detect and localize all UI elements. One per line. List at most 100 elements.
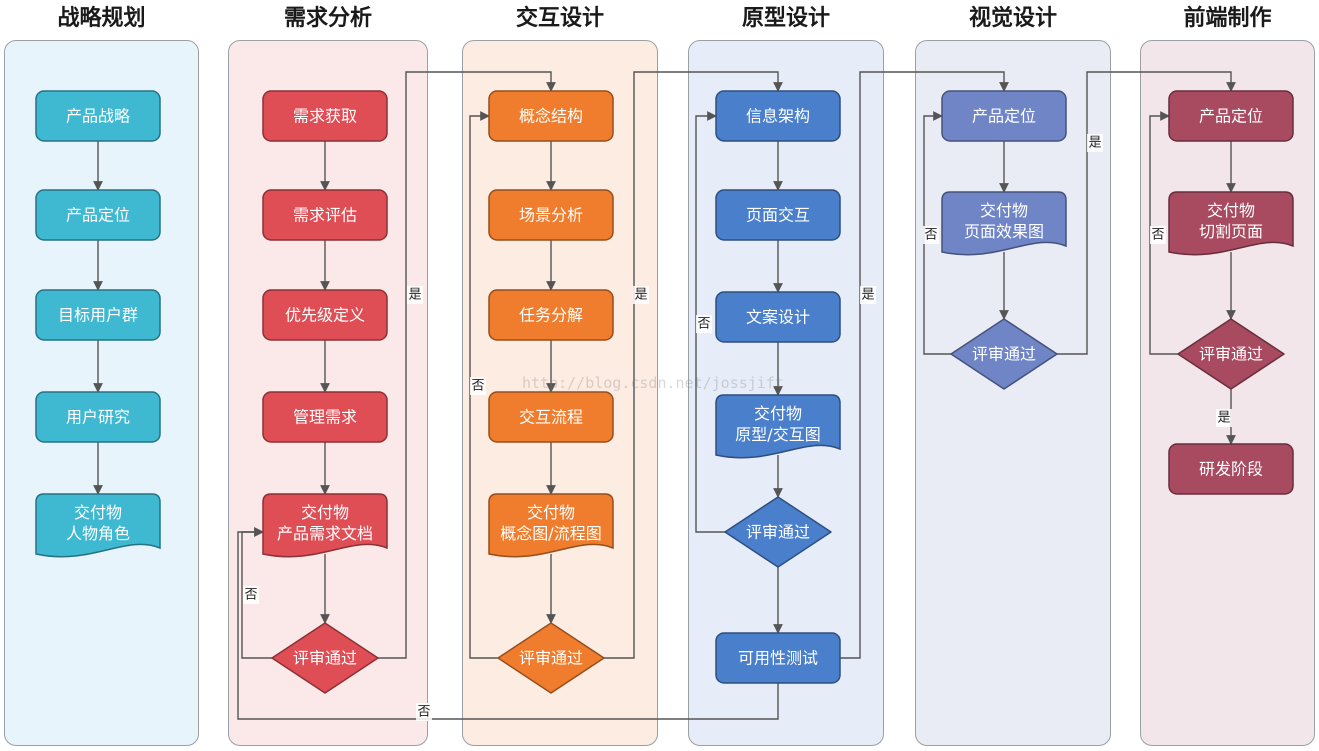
node-label: 交付物 — [980, 201, 1028, 220]
node-label: 信息架构 — [746, 107, 810, 126]
node-label: 原型/交互图 — [735, 425, 820, 444]
edge-label-bg — [1216, 409, 1232, 427]
swimlane-title: 前端制作 — [1183, 6, 1272, 31]
watermark-text: http://blog.csdn.net/jossjift — [522, 374, 784, 392]
no-connector — [237, 527, 779, 720]
node-label: 交付物 — [527, 503, 575, 522]
node-label: 优先级定义 — [285, 306, 365, 325]
node-i2-process: 场景分析 — [488, 189, 614, 241]
edge-label-yes: 是 — [1217, 411, 1230, 426]
node-label: 交互流程 — [519, 408, 583, 427]
node-p1-process: 信息架构 — [715, 90, 841, 142]
node-s1-process: 产品战略 — [35, 90, 161, 142]
edge-label-no: 否 — [471, 379, 484, 394]
edge-label-bg — [1087, 134, 1103, 152]
node-r2-process: 需求评估 — [262, 189, 388, 241]
node-s2-process: 产品定位 — [35, 189, 161, 241]
node-label: 交付物 — [754, 404, 802, 423]
edge-label-bg — [1150, 226, 1166, 244]
node-i3-process: 任务分解 — [488, 289, 614, 341]
node-p6-process: 可用性测试 — [715, 632, 841, 684]
node-f4-process: 研发阶段 — [1168, 443, 1294, 495]
swimlane-6 — [1140, 40, 1315, 746]
swimlane-4 — [688, 40, 884, 746]
node-v1-process: 产品定位 — [941, 90, 1067, 142]
node-label: 可用性测试 — [738, 649, 818, 668]
edge-label-bg — [923, 226, 939, 244]
swimlane-title: 视觉设计 — [968, 6, 1057, 31]
edge-label-no: 否 — [924, 228, 937, 243]
node-i4-process: 交互流程 — [488, 391, 614, 443]
swimlane-title: 原型设计 — [741, 6, 830, 31]
yes-connector — [604, 71, 783, 659]
node-f3-decision: 评审通过 — [1177, 318, 1285, 390]
yes-connector — [840, 71, 1009, 659]
node-r4-process: 管理需求 — [262, 391, 388, 443]
node-label: 产品定位 — [972, 107, 1036, 126]
node-label: 文案设计 — [746, 308, 810, 327]
node-label: 概念结构 — [519, 107, 583, 126]
edge-label-bg — [407, 286, 423, 304]
edge-label-bg — [696, 315, 712, 333]
node-label: 产品需求文档 — [277, 524, 373, 543]
node-label: 页面效果图 — [964, 222, 1044, 241]
node-i1-process: 概念结构 — [488, 90, 614, 142]
edge-label-bg — [633, 286, 649, 304]
edge-label-no: 否 — [1151, 228, 1164, 243]
node-label: 评审通过 — [746, 523, 810, 542]
node-label: 人物角色 — [66, 524, 130, 543]
node-s4-process: 用户研究 — [35, 391, 161, 443]
node-s3-process: 目标用户群 — [35, 289, 161, 341]
node-label: 评审通过 — [519, 649, 583, 668]
node-label: 交付物 — [1207, 201, 1255, 220]
swimlane-title: 需求分析 — [283, 6, 372, 31]
node-label: 研发阶段 — [1199, 460, 1263, 479]
node-r3-process: 优先级定义 — [262, 289, 388, 341]
node-i6-decision: 评审通过 — [497, 622, 605, 694]
edge-label-bg — [416, 703, 432, 721]
edge-label-no: 否 — [417, 705, 430, 720]
swimlane-5 — [915, 40, 1111, 746]
yes-connector — [1057, 71, 1236, 355]
edge-label-bg — [470, 377, 486, 395]
edge-label-no: 否 — [244, 588, 257, 603]
swimlane-title: 交互设计 — [515, 6, 604, 31]
node-label: 评审通过 — [972, 345, 1036, 364]
node-p3-process: 文案设计 — [715, 291, 841, 343]
node-f1-process: 产品定位 — [1168, 90, 1294, 142]
node-label: 交付物 — [301, 503, 349, 522]
node-label: 目标用户群 — [58, 306, 138, 325]
node-label: 评审通过 — [293, 649, 357, 668]
node-p2-process: 页面交互 — [715, 189, 841, 241]
edge-label-no: 否 — [697, 317, 710, 332]
node-label: 场景分析 — [519, 206, 583, 225]
node-label: 页面交互 — [746, 206, 810, 225]
edge-label-yes: 是 — [1088, 136, 1101, 151]
edge-label-yes: 是 — [634, 288, 647, 303]
node-label: 产品战略 — [66, 107, 130, 126]
node-label: 管理需求 — [293, 408, 357, 427]
edge-label-yes: 是 — [408, 288, 421, 303]
yes-connector — [378, 71, 556, 659]
node-label: 交付物 — [74, 503, 122, 522]
node-r6-decision: 评审通过 — [271, 622, 379, 694]
node-label: 用户研究 — [66, 408, 130, 427]
node-label: 切割页面 — [1199, 222, 1263, 241]
node-label: 产品定位 — [66, 206, 130, 225]
node-v3-decision: 评审通过 — [950, 318, 1058, 390]
node-p5-decision: 评审通过 — [724, 496, 832, 568]
node-label: 概念图/流程图 — [500, 524, 601, 543]
node-label: 需求获取 — [293, 107, 357, 126]
node-r1-process: 需求获取 — [262, 90, 388, 142]
node-label: 需求评估 — [293, 206, 357, 225]
edge-label-bg — [860, 286, 876, 304]
edge-label-yes: 是 — [861, 288, 874, 303]
node-label: 产品定位 — [1199, 107, 1263, 126]
